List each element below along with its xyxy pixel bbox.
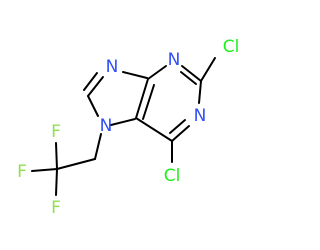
bond-c4-c5 [135, 78, 149, 119]
bond-c4-n9 [122, 71, 148, 79]
atom-cl-2: Cl [223, 37, 240, 57]
atom-n9: N [106, 57, 119, 77]
atom-cl-6: Cl [164, 166, 181, 186]
bond-n9-c8-double [83, 72, 98, 91]
bond-c-f-bottom [55, 168, 58, 196]
bond-c4-n3 [147, 65, 167, 80]
atom-n3: N [168, 50, 181, 70]
bond-c2-cl [200, 57, 216, 82]
bond-n3-c2-double [180, 71, 197, 85]
bond-c2-n1 [198, 80, 202, 104]
atom-labels: N N N N Cl Cl F F F [17, 37, 239, 218]
atom-f-top: F [51, 122, 61, 142]
atom-n7: N [100, 116, 113, 136]
bond-n7-ch2 [94, 133, 102, 160]
atom-f-bottom: F [51, 198, 61, 218]
bond-n3-c2 [181, 65, 202, 82]
bond-c-f-top [55, 142, 58, 170]
bond-c-f-left [31, 168, 58, 172]
bond-c8-n7 [87, 95, 99, 117]
molecule-diagram: N N N N Cl Cl F F F [17, 37, 239, 218]
bonds [31, 57, 216, 196]
bond-n7-c5 [110, 118, 136, 126]
bond-n9-c8 [87, 76, 104, 97]
atom-f-left: F [17, 162, 27, 182]
bond-ch2-cf3 [56, 158, 96, 170]
bond-n1-c6 [171, 125, 190, 142]
bond-c6-c5 [135, 117, 173, 142]
bond-c4-c5-double [142, 84, 155, 120]
atom-n1: N [194, 106, 207, 126]
bond-n1-c6-double [169, 119, 186, 134]
